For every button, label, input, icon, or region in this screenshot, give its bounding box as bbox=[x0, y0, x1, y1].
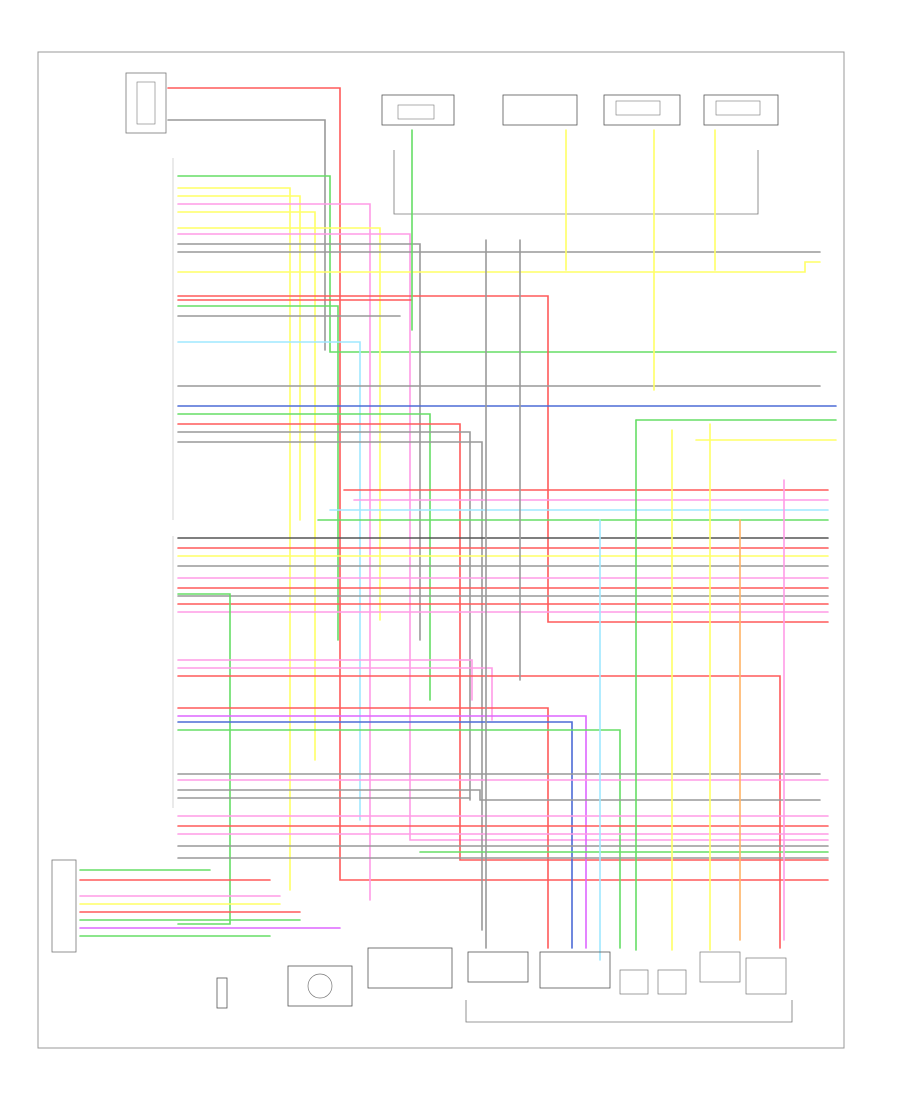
wire-red bbox=[167, 87, 829, 881]
wire-red bbox=[177, 423, 829, 861]
wire-green bbox=[177, 413, 431, 701]
wire-purple bbox=[177, 715, 587, 949]
bottom-center-switch bbox=[367, 947, 453, 989]
top-left-sensor bbox=[125, 72, 167, 134]
top-module-3 bbox=[603, 94, 681, 126]
wire-red bbox=[177, 295, 829, 623]
wire-pink bbox=[177, 667, 493, 721]
wire-red bbox=[177, 707, 549, 949]
wire-yellow bbox=[177, 211, 316, 761]
wire-gray bbox=[177, 441, 483, 931]
module-bus-outline bbox=[393, 150, 759, 215]
wire-yellow bbox=[177, 195, 301, 521]
bottom-left-module bbox=[51, 859, 77, 953]
bottom-center-left-component bbox=[287, 965, 353, 1007]
wire-harness bbox=[79, 87, 837, 961]
wire-yellow bbox=[177, 261, 821, 273]
wire-blue bbox=[177, 721, 573, 949]
wire-gray bbox=[177, 789, 821, 801]
wire-pink bbox=[177, 659, 473, 701]
wire-gray bbox=[177, 243, 421, 641]
wire-gray bbox=[177, 431, 471, 801]
wire-green bbox=[177, 175, 837, 353]
wire-green bbox=[177, 593, 231, 925]
wire-pink bbox=[177, 203, 371, 901]
wire-pink bbox=[177, 233, 829, 841]
wire-yellow bbox=[177, 187, 291, 891]
top-module-1 bbox=[381, 94, 455, 126]
bottom-right-components bbox=[465, 951, 793, 1023]
wire-green bbox=[177, 305, 339, 641]
wire-green bbox=[177, 729, 621, 949]
wire-gray bbox=[167, 119, 326, 351]
top-module-4 bbox=[703, 94, 779, 126]
ground-symbol-left bbox=[216, 977, 228, 1009]
top-module-2 bbox=[502, 94, 578, 126]
diagram-border bbox=[37, 51, 845, 1049]
